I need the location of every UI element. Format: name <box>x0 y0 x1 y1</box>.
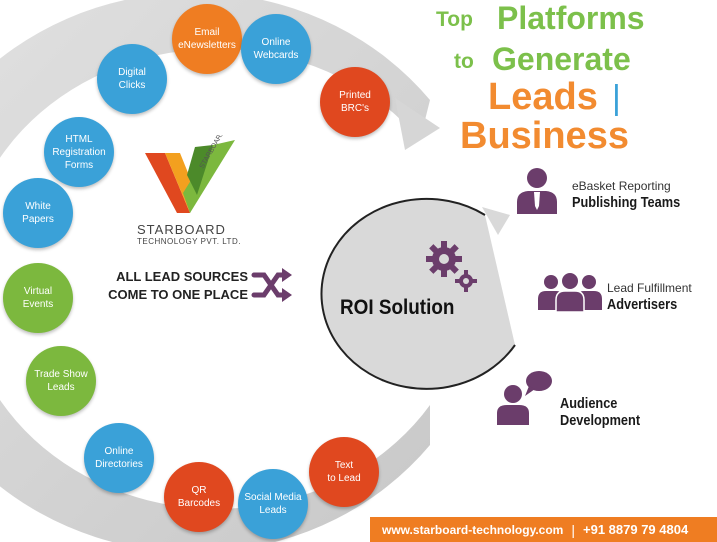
platform-label: Social Media Leads <box>244 492 302 516</box>
title-leads: Leads <box>488 76 598 118</box>
platform-label: Digital Clicks <box>118 67 146 91</box>
platform-label: Printed BRC's <box>339 90 371 114</box>
lead-sources-line1: ALL LEAD SOURCES <box>116 269 248 284</box>
platform-circle: HTML Registration Forms <box>44 117 114 187</box>
roi-label: ROI Solution <box>340 296 455 319</box>
platform-label: Virtual Events <box>22 286 54 310</box>
arc-band <box>0 0 430 542</box>
platform-label: HTML Registration Forms <box>52 133 106 171</box>
title-generate: Generate <box>492 41 631 77</box>
person-tie-icon <box>517 168 557 214</box>
arc-pointer <box>395 98 440 150</box>
title-platforms: Platforms <box>497 0 645 36</box>
title-business: Business <box>460 115 629 157</box>
title-separator: | <box>612 79 621 117</box>
platform-circle: Printed BRC's <box>320 67 390 137</box>
role-big-audience: Audience Development <box>560 395 641 429</box>
lead-sources-text: ALL LEAD SOURCES COME TO ONE PLACE <box>98 268 248 304</box>
platform-label: Text to Lead <box>327 460 361 484</box>
gears-icon <box>426 241 477 292</box>
people-group-icon <box>538 273 602 312</box>
footer-bar: www.starboard-technology.com | +91 8879 … <box>370 517 717 542</box>
platform-circle: Trade Show Leads <box>26 346 96 416</box>
roi-circle <box>320 197 516 390</box>
footer-website[interactable]: www.starboard-technology.com <box>382 522 564 537</box>
role-big-advertisers: Advertisers <box>607 296 678 313</box>
platform-label: QR Barcodes <box>177 485 221 509</box>
title-to: to <box>454 50 474 73</box>
logo-subtitle: TECHNOLOGY PVT. LTD. <box>137 237 241 246</box>
platform-circle: Email eNewsletters <box>172 4 242 74</box>
title-top: Top <box>436 8 473 31</box>
lead-sources-line2: COME TO ONE PLACE <box>108 287 248 302</box>
platform-circle: Virtual Events <box>3 263 73 333</box>
shuffle-arrows-icon <box>251 268 292 302</box>
platform-circle: Online Webcards <box>241 14 311 84</box>
platform-label: Trade Show Leads <box>34 369 88 393</box>
logo-brand: STARBOARD <box>137 222 226 237</box>
platform-circle: Text to Lead <box>309 437 379 507</box>
starboard-logo: STARBOARD STARBOARD TECHNOLOGY PVT. LTD. <box>135 129 250 247</box>
platform-label: Online Webcards <box>253 37 299 61</box>
person-speech-icon <box>497 371 552 425</box>
platform-circle: Social Media Leads <box>238 469 308 539</box>
platform-circle: Online Directories <box>84 423 154 493</box>
footer-phone[interactable]: +91 8879 79 4804 <box>583 522 689 537</box>
platform-label: Online Directories <box>95 446 143 470</box>
platform-circle: Digital Clicks <box>97 44 167 114</box>
starboard-v-logo-icon: STARBOARD <box>145 129 235 213</box>
platform-label: Email eNewsletters <box>178 27 236 51</box>
platform-circle: QR Barcodes <box>164 462 234 532</box>
role-small-publishing: eBasket Reporting <box>572 179 671 193</box>
platform-label: White Papers <box>22 201 54 225</box>
role-big-publishing: Publishing Teams <box>572 194 681 211</box>
platform-circle: White Papers <box>3 178 73 248</box>
role-small-advertisers: Lead Fulfillment <box>607 281 692 295</box>
footer-divider: | <box>571 521 575 538</box>
